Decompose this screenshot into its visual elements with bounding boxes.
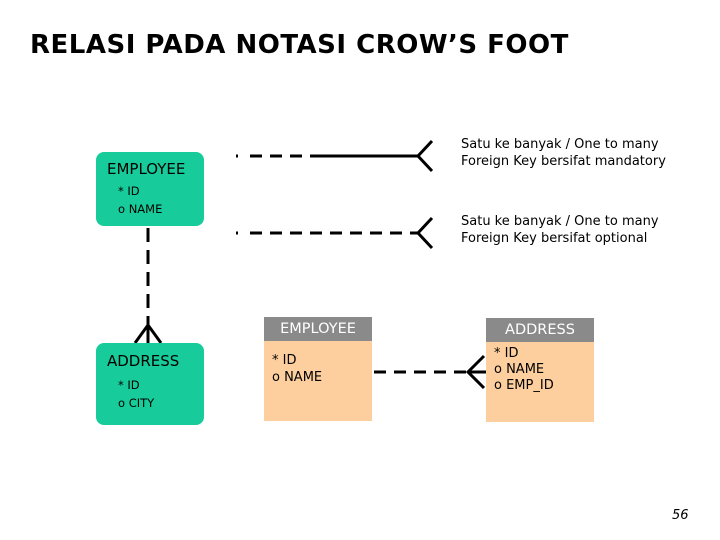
table-address-attr-emp-id: o EMP_ID: [494, 378, 554, 393]
legend-mandatory-line: [236, 139, 434, 173]
legend-optional-line: [236, 216, 434, 250]
entity-address-attr-id: * ID: [118, 378, 140, 392]
table-address-attr-name: o NAME: [494, 362, 545, 377]
page-number: 56: [672, 508, 689, 523]
crows-foot-icon: [465, 354, 486, 390]
legend-optional-line2: Foreign Key bersifat optional: [461, 231, 648, 246]
crows-foot-icon: [415, 216, 434, 250]
table-address-body: * ID o NAME o EMP_ID: [486, 342, 594, 422]
employee-address-relation-line: [133, 228, 163, 344]
table-relation-line: [374, 354, 486, 390]
legend-optional-line1: Satu ke banyak / One to many: [461, 214, 659, 229]
entity-employee-name: EMPLOYEE: [107, 160, 186, 178]
entity-employee-attr-id: * ID: [118, 184, 140, 198]
table-employee-header: EMPLOYEE: [264, 317, 372, 341]
legend-mandatory-line1: Satu ke banyak / One to many: [461, 137, 659, 152]
page-title: RELASI PADA NOTASI CROW’S FOOT: [30, 30, 569, 60]
table-employee-attr-id: * ID: [272, 353, 297, 368]
table-employee-attr-name: o NAME: [272, 370, 323, 385]
legend-optional-text: Satu ke banyak / One to many Foreign Key…: [461, 213, 659, 247]
crows-foot-icon: [415, 139, 434, 173]
legend-mandatory-line2: Foreign Key bersifat mandatory: [461, 154, 666, 169]
entity-employee: EMPLOYEE * ID o NAME: [96, 152, 204, 226]
table-address-attr-id: * ID: [494, 346, 519, 361]
table-address-header: ADDRESS: [486, 318, 594, 342]
legend-mandatory-text: Satu ke banyak / One to many Foreign Key…: [461, 136, 666, 170]
entity-address: ADDRESS * ID o CITY: [96, 343, 204, 425]
table-employee-body: * ID o NAME: [264, 341, 372, 421]
crows-foot-icon: [133, 322, 163, 344]
entity-employee-attr-name: o NAME: [118, 202, 163, 216]
entity-address-name: ADDRESS: [107, 352, 180, 370]
entity-address-attr-city: o CITY: [118, 396, 155, 410]
